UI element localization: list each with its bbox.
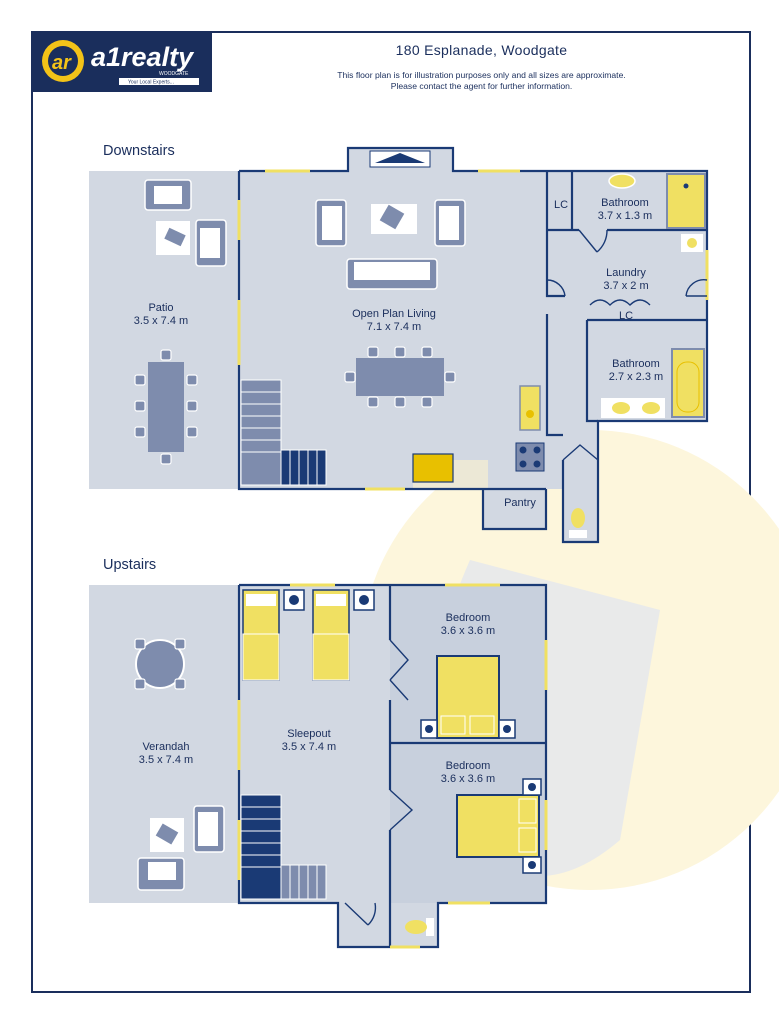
logo-sub: WOODGATE [159,71,189,77]
disclaimer-line-2: Please contact the agent for further inf… [390,81,573,91]
bedroom1-size: 3.6 x 3.6 m [441,625,495,637]
bedroom2-name: Bedroom [446,760,491,772]
upstairs-plan [89,583,548,949]
property-address: 180 Esplanade, Woodgate [395,42,568,58]
verandah-size: 3.5 x 7.4 m [139,754,193,766]
bathroom2-size: 2.7 x 2.3 m [609,371,663,383]
downstairs-heading: Downstairs [103,143,175,159]
verandah-name: Verandah [142,741,189,753]
patio-size: 3.5 x 7.4 m [134,315,188,327]
living-name: Open Plan Living [352,308,436,320]
brand-logo[interactable]: ar a1realty WOODGATE Your Local Experts.… [31,31,212,92]
bathroom1-size: 3.7 x 1.3 m [598,210,652,222]
sleepout-bed-1 [242,589,305,681]
sleepout-size: 3.5 x 7.4 m [282,741,336,753]
sleepout-bed-2 [312,589,375,681]
laundry-size: 3.7 x 2 m [603,280,648,292]
bathroom1-name: Bathroom [601,197,649,209]
bathroom2-name: Bathroom [612,358,660,370]
disclaimer: This floor plan is for illustration purp… [212,70,751,92]
logo-tagline: Your Local Experts... [128,80,174,86]
living-size: 7.1 x 7.4 m [367,321,421,333]
logo-text: a1realty [91,42,195,72]
svg-text:ar: ar [52,52,72,74]
pantry-name: Pantry [504,497,536,509]
disclaimer-line-1: This floor plan is for illustration purp… [337,70,626,80]
bedroom1-name: Bedroom [446,612,491,624]
lc1-name: LC [554,199,568,211]
upstairs-heading: Upstairs [103,557,157,573]
bedroom2-size: 3.6 x 3.6 m [441,773,495,785]
lc2-name: LC [619,310,633,322]
laundry-name: Laundry [606,267,646,279]
downstairs-plan [89,146,709,544]
patio-name: Patio [148,302,173,314]
sleepout-name: Sleepout [287,728,330,740]
logo-graphic: ar a1realty WOODGATE Your Local Experts.… [42,40,199,86]
